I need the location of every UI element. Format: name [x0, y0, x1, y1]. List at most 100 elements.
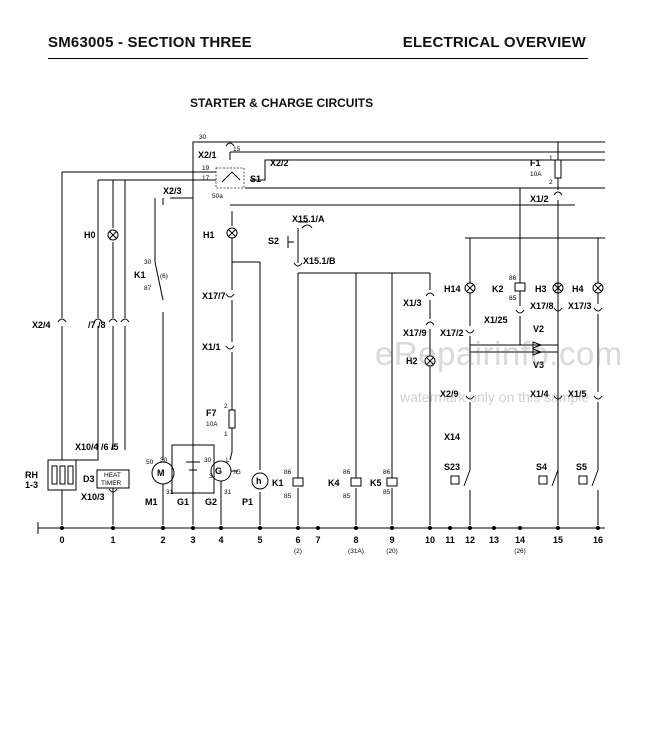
- bus-dot-11: [448, 526, 452, 530]
- conn-x2-9: X2/9: [440, 389, 459, 399]
- pin-19: 19: [202, 165, 210, 172]
- bus-dot-16: [596, 526, 600, 530]
- pin-labels: 30 15 19 17 50a 30 87 50 30 31 30 L IG 3…: [144, 134, 517, 500]
- bus-ref-9: (20): [386, 548, 398, 555]
- heat-timer-d3: [96, 469, 130, 489]
- bus-dot-5: [258, 526, 262, 530]
- pressure-sender-p1: h: [251, 472, 269, 490]
- label-k5: K5: [370, 478, 382, 488]
- label-f7-value: 10A: [206, 421, 218, 428]
- label-m1: M1: [145, 497, 158, 507]
- label-g1: G1: [177, 497, 189, 507]
- pin-k5-86: 86: [383, 469, 391, 476]
- conn-x7-8: /7 /8: [88, 320, 106, 330]
- label-s23: S23: [444, 462, 460, 472]
- pin-m1-31: 31: [166, 489, 174, 496]
- alternator-g2: G: [210, 451, 238, 525]
- pin-f7-2: 2: [224, 403, 228, 410]
- bus-dot-14: [518, 526, 522, 530]
- bus-number-6: 6: [295, 535, 300, 545]
- header-title: ELECTRICAL OVERVIEW: [402, 34, 586, 51]
- bus-dot-12: [468, 526, 472, 530]
- bus-number-11: 11: [445, 535, 455, 545]
- bus-number-1: 1: [110, 535, 115, 545]
- f1-pin-1: 1: [549, 155, 553, 162]
- bus-number-4: 4: [218, 535, 223, 545]
- pin-k1b-85: 85: [284, 493, 292, 500]
- pin-k4-86: 86: [343, 469, 351, 476]
- heater-rh: [47, 459, 77, 525]
- label-h4: H4: [572, 284, 584, 294]
- bus-number-8: 8: [353, 535, 358, 545]
- bus-number-15: 15: [553, 535, 563, 545]
- conn-x2-2: X2/2: [270, 158, 289, 168]
- bus-dot-9: [390, 526, 394, 530]
- bus-dot-13: [492, 526, 496, 530]
- pin-m1-50: 50: [146, 459, 154, 466]
- bus-number-2: 2: [160, 535, 165, 545]
- conn-x17-3: X17/3: [568, 301, 592, 311]
- conn-x1-3: X1/3: [403, 298, 422, 308]
- pin-f7-1: 1: [224, 431, 228, 438]
- f1-pin-2: 2: [549, 179, 553, 186]
- bus-ref-6: (2): [294, 548, 302, 555]
- bus-junction-dots: [60, 526, 600, 530]
- svg-text:G: G: [215, 466, 222, 476]
- supply-rails: [62, 141, 605, 525]
- bus-number-14: 14: [515, 535, 525, 545]
- bus-number-9: 9: [389, 535, 394, 545]
- svg-text:h: h: [256, 476, 262, 486]
- label-h14: H14: [444, 284, 461, 294]
- label-heat: HEAT: [104, 472, 121, 479]
- conn-x10-4: X10/4 /6 /5: [75, 442, 119, 452]
- watermark-main: eRepairinfo.com: [375, 335, 623, 372]
- pin-g2-L: L: [226, 457, 230, 464]
- diagram-title: STARTER & CHARGE CIRCUITS: [190, 96, 374, 110]
- lamp-h0: [107, 229, 119, 241]
- bus-dot-1: [111, 526, 115, 530]
- watermark-sub: watermark only on this sample: [400, 389, 590, 405]
- battery-g1: [171, 444, 215, 525]
- switch-s2: [287, 221, 308, 263]
- pin-m1-30: 30: [160, 457, 168, 464]
- bus-number-5: 5: [257, 535, 262, 545]
- bus-number-10: 10: [425, 535, 435, 545]
- conn-x17-8: X17/8: [530, 301, 554, 311]
- conn-x1-5: X1/5: [568, 389, 587, 399]
- bus-dot-6: [296, 526, 300, 530]
- pin-30: 30: [199, 134, 207, 141]
- conn-x10-3: X10/3: [81, 492, 105, 502]
- header-rule: [48, 58, 588, 59]
- conn-x2-1: X2/1: [198, 150, 217, 160]
- bus-number-16: 16: [593, 535, 603, 545]
- pin-k2-85: 85: [509, 295, 517, 302]
- conn-x17-9: X17/9: [403, 328, 427, 338]
- lamp-h2-branch: [424, 273, 436, 525]
- bus-number-12: 12: [465, 535, 475, 545]
- conn-x2-3: X2/3: [163, 186, 182, 196]
- label-k1-ref: (6): [160, 273, 168, 280]
- label-rh-sub: 1-3: [25, 480, 38, 490]
- label-g2: G2: [205, 497, 217, 507]
- pin-g2-31: 31: [224, 489, 232, 496]
- conn-x17-2: X17/2: [440, 328, 464, 338]
- label-s2: S2: [268, 236, 279, 246]
- label-f1: F1: [530, 158, 541, 168]
- starter-m1: M: [151, 461, 175, 525]
- pin-k1b-86: 86: [284, 469, 292, 476]
- pin-k5-85: 85: [383, 489, 391, 496]
- plug-connectors: [57, 142, 603, 493]
- ignition-switch-s1: [215, 167, 245, 189]
- label-f7: F7: [206, 408, 217, 418]
- conn-x1-1: X1/1: [202, 342, 221, 352]
- conn-x1-2: X1/2: [530, 194, 549, 204]
- bus-dot-4: [219, 526, 223, 530]
- conn-x15-1a: X15.1/A: [292, 214, 325, 224]
- label-h2: H2: [406, 356, 418, 366]
- label-s5: S5: [576, 462, 587, 472]
- label-f1-value: 10A: [530, 171, 542, 178]
- label-x14: X14: [444, 432, 460, 442]
- bus-dot-0: [60, 526, 64, 530]
